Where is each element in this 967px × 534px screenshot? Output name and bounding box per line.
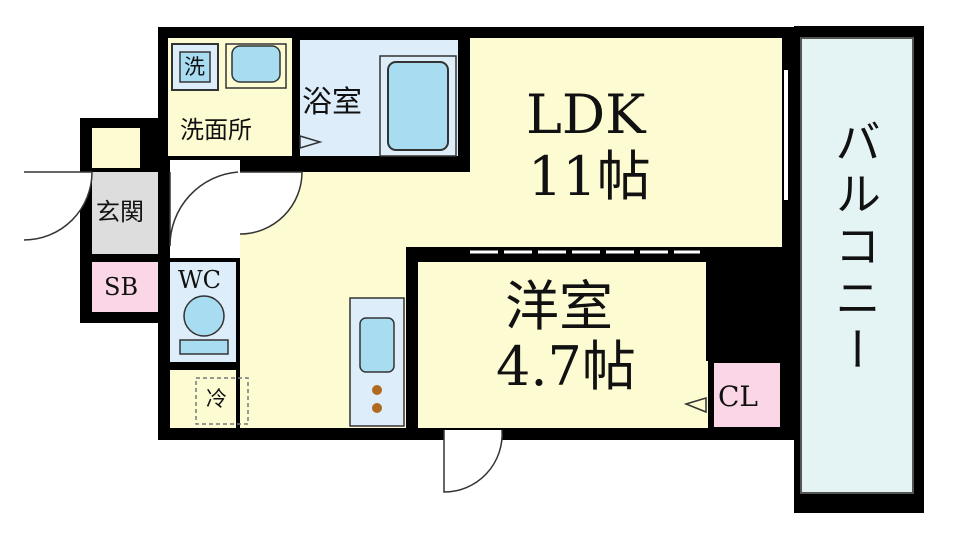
entrance-step [92, 128, 140, 168]
sink-icon [231, 45, 281, 83]
toilet-tank-icon [179, 339, 229, 355]
kitchen-wall [406, 247, 418, 430]
entrance-label: 玄関 [96, 198, 144, 226]
wash-basin [225, 43, 287, 89]
stove-burner-icon [372, 403, 382, 413]
closet-label: CL [718, 380, 759, 413]
bathtub-frame [379, 55, 457, 157]
closet [714, 363, 780, 427]
washer-icon [179, 51, 211, 83]
balcony-floor [800, 37, 914, 494]
fridge-floor [170, 370, 236, 428]
fridge-label: 冷 [206, 387, 227, 411]
toilet-label: WC [178, 266, 222, 294]
bathtub-icon [387, 61, 449, 151]
entrance-floor [92, 172, 158, 254]
ldk-size: 11帖 [528, 145, 651, 208]
bath-door-mark [299, 134, 323, 150]
balcony-label: バルコニー [828, 118, 882, 378]
western-room-size: 4.7帖 [496, 335, 636, 398]
western-room-name: 洋室 [505, 275, 613, 338]
western-room-door [443, 429, 503, 493]
hall-floor [170, 160, 240, 258]
entrance-door [23, 171, 93, 241]
stove-burner-icon [372, 385, 382, 395]
toilet-bowl-icon [183, 295, 225, 337]
closet-door-mark [683, 396, 707, 414]
bathroom-label: 浴室 [302, 85, 362, 120]
ldk-name: LDK [526, 83, 646, 146]
western-room-divider [406, 248, 706, 262]
shoe-box [92, 262, 158, 312]
closet-wall [706, 248, 782, 361]
washroom-label: 洗面所 [180, 116, 252, 144]
washer-label: 洗 [184, 55, 205, 79]
hall-door-left [169, 171, 239, 247]
kitchen-sink-icon [359, 317, 395, 373]
bathroom-divider [292, 38, 300, 156]
western-room-floor [418, 262, 708, 428]
shoe-box-label: SB [104, 273, 139, 301]
hall-door-right [239, 171, 303, 235]
